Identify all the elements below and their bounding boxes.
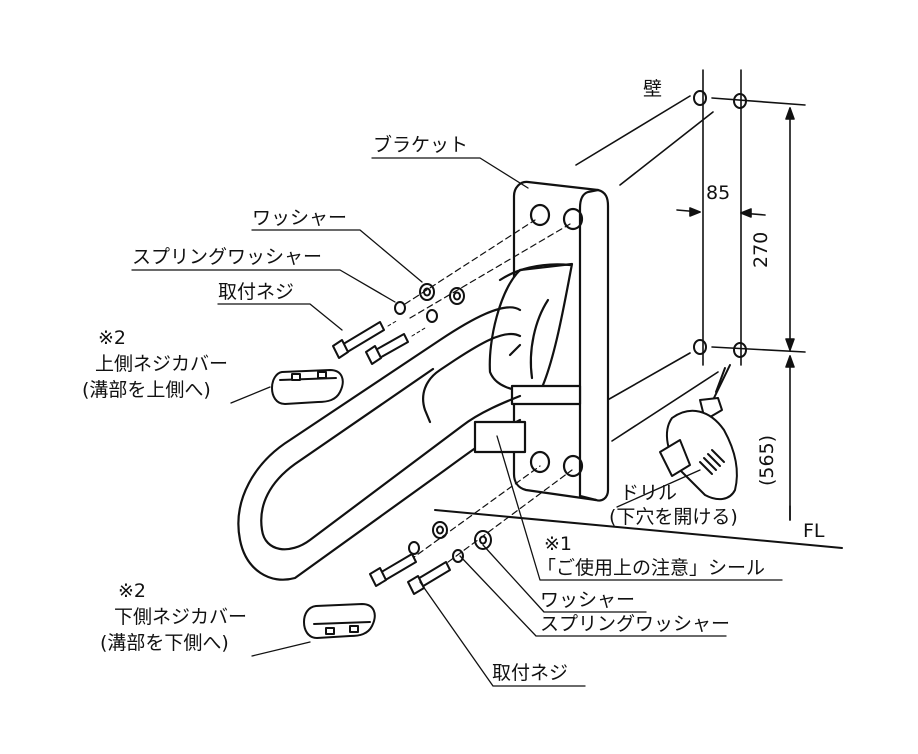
bracket-label: ブラケット: [373, 134, 469, 156]
spring-washer-icon: [452, 549, 464, 563]
washer-icon: [474, 530, 492, 550]
note2-top-label: ※2: [98, 327, 127, 349]
wall-guide-lines: [575, 69, 806, 442]
spring-washer-top-label: スプリングワッシャー: [132, 246, 323, 268]
washer-top-label: ワッシャー: [252, 207, 348, 229]
dimension-floor-height: (565): [756, 434, 778, 486]
spring-washer-icon: [426, 309, 438, 323]
upper-cover-label: 上側ネジカバー: [95, 353, 229, 375]
lower-cover-note: (溝部を下側へ): [100, 632, 229, 654]
lower-cover-label: 下側ネジカバー: [114, 606, 248, 628]
bracket-hole-icon: [529, 450, 551, 474]
screw-top-label: 取付ネジ: [218, 281, 295, 303]
washer-icon: [449, 287, 465, 305]
upper-hardware: [332, 219, 571, 365]
wall-holes: [693, 90, 747, 358]
upper-cover-note: (溝部を上側へ): [82, 379, 211, 401]
bracket-hole-icon: [562, 454, 584, 478]
drill-label: ドリル: [620, 482, 678, 504]
note1-label: ※1: [544, 533, 573, 555]
bracket-hole-icon: [529, 203, 551, 227]
drill-note: (下穴を開ける): [609, 506, 738, 528]
spring-washer-icon: [408, 541, 420, 555]
spring-washer-icon: [394, 301, 406, 315]
leader-lines: [131, 157, 783, 687]
screw-bottom-label: 取付ネジ: [492, 662, 569, 684]
washer-bottom-label: ワッシャー: [540, 589, 636, 611]
wall-hole-icon: [693, 90, 707, 106]
note2-bottom-label: ※2: [118, 580, 147, 602]
washer-icon: [419, 283, 435, 301]
floor-line: [434, 509, 843, 549]
bracket-plate: [488, 180, 610, 502]
wall-hole-icon: [733, 342, 747, 358]
dimension-vertical-spacing: 270: [750, 231, 772, 268]
dimension-hole-spacing: 85: [706, 182, 731, 204]
drill-icon: [659, 364, 738, 501]
upper-screw-cover: [271, 369, 344, 405]
wall-hole-icon: [693, 339, 707, 355]
floor-label: FL: [803, 520, 825, 542]
spring-washer-bottom-label: スプリングワッシャー: [540, 613, 731, 635]
wall-hole-icon: [733, 93, 747, 109]
lower-screw-cover: [303, 603, 376, 639]
washer-icon: [432, 521, 448, 539]
caution-seal-label: 「ご使用上の注意」シール: [537, 557, 766, 579]
bracket-hole-icon: [562, 207, 584, 231]
dimension-lines: [676, 107, 795, 521]
wall-label: 壁: [643, 78, 663, 100]
lower-hardware: [369, 465, 573, 595]
